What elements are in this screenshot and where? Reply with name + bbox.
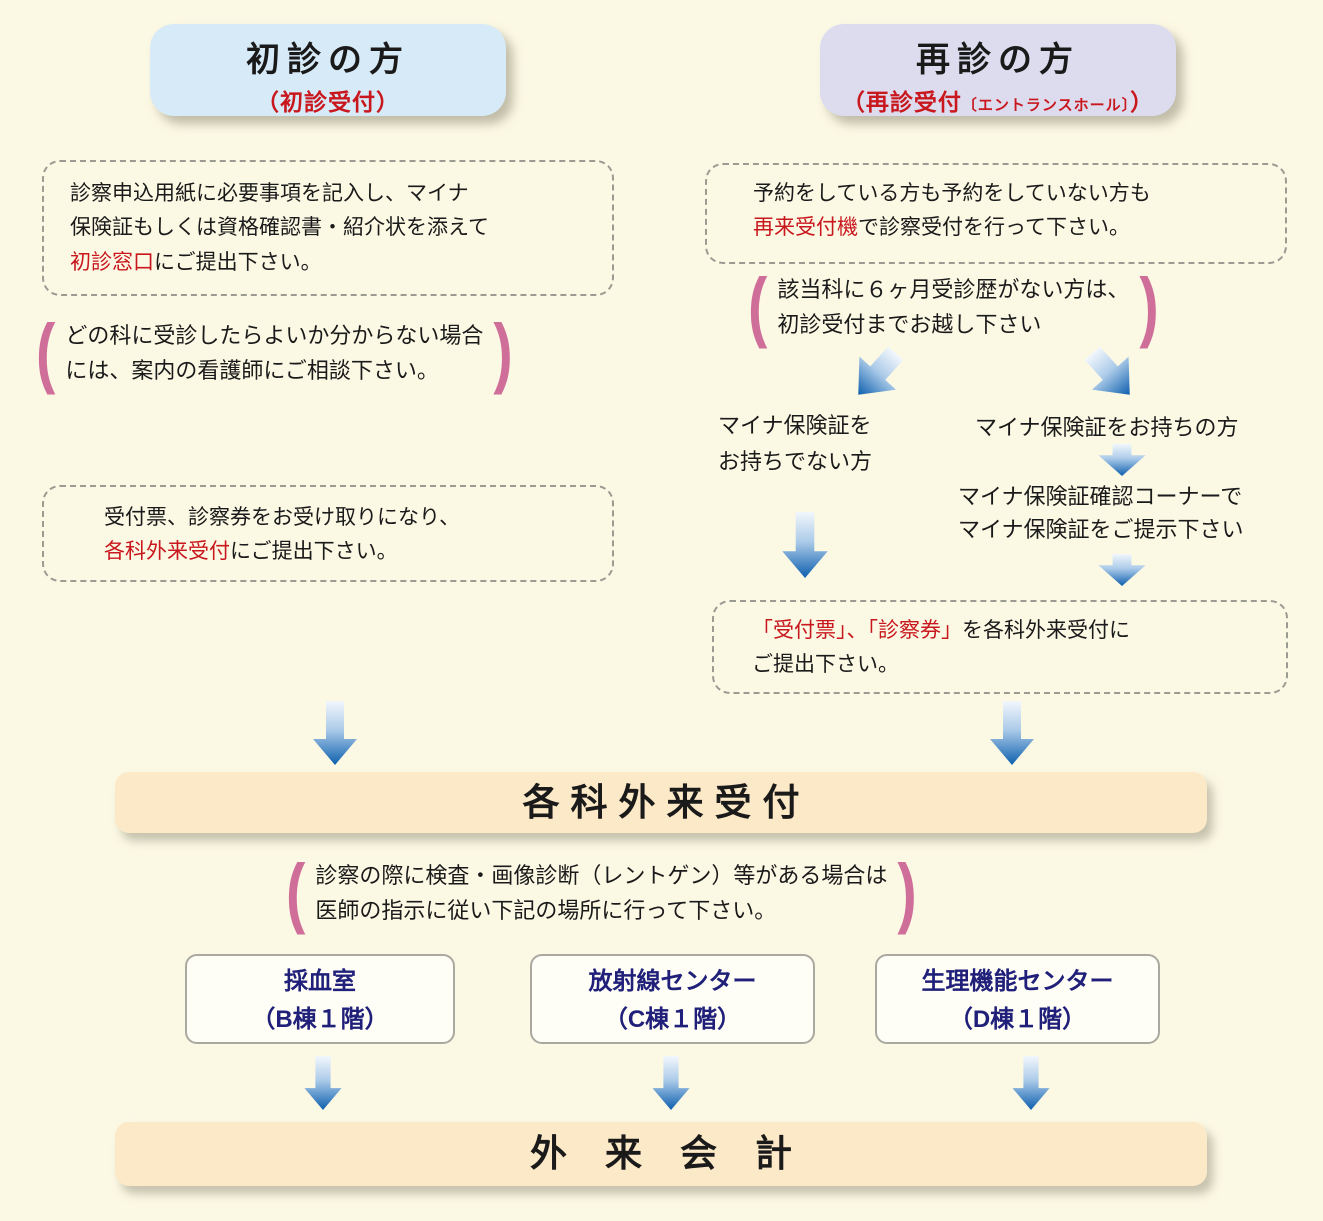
form-box-line1: 診察申込用紙に必要事項を記入し、マイナ (70, 182, 469, 205)
down-arrow-icon (1012, 1056, 1050, 1110)
nurse-consult-note: ( どの科に受診したらよいか分からない場合 には、案内の看護師にご相談下さい。 … (36, 308, 513, 397)
reception-bar: 各科外来受付 (115, 772, 1207, 833)
dept-name: 放射線センター (588, 968, 757, 995)
revisit-subtitle: （再診受付〔エントランスホール〕） (841, 89, 1155, 115)
right-paren-icon: ) (897, 848, 917, 937)
left-paren-icon: ( (748, 262, 768, 351)
dept-box-blood-sampling: 採血室 （B棟１階） (185, 954, 455, 1044)
down-right-arrow-icon (1084, 346, 1130, 395)
ticket-submit-box: 「受付票」、「診察券」を各科外来受付に ご提出下さい。 (712, 600, 1288, 694)
application-form-box: 診察申込用紙に必要事項を記入し、マイナ 保険証もしくは資格確認書・紹介状を添えて… (42, 160, 614, 296)
down-arrow-icon (1098, 554, 1146, 586)
dept-location: （D棟１階） (948, 1006, 1087, 1033)
first-visit-subtitle: （初診受付） (256, 89, 400, 115)
down-arrow-icon (304, 1056, 342, 1110)
left-paren-icon: ( (286, 848, 306, 937)
form-box-line2: 保険証もしくは資格確認書・紹介状を添えて (70, 216, 489, 240)
right-paren-icon: ) (493, 308, 513, 397)
first-visit-title: 初診の方 (246, 41, 410, 79)
dept-box-physiology: 生理機能センター （D棟１階） (875, 954, 1160, 1044)
dept-location: （B棟１階） (251, 1006, 389, 1033)
revisit-title: 再診の方 (916, 41, 1080, 79)
exam-note: ( 診察の際に検査・画像診断（レントゲン）等がある場合は 医師の指示に従い下記の… (286, 848, 917, 937)
billing-bar: 外来会計 (115, 1122, 1207, 1186)
down-left-arrow-icon (858, 346, 904, 395)
down-arrow-icon (1098, 444, 1146, 476)
dept-location: （C棟１階） (603, 1006, 742, 1033)
no-mynacard-label: マイナ保険証を お持ちでない方 (718, 413, 873, 475)
left-paren-icon: ( (36, 308, 56, 397)
dept-box-radiology: 放射線センター （C棟１階） (530, 954, 815, 1044)
down-arrow-icon (782, 512, 828, 578)
mynacard-corner-label: マイナ保険証確認コーナーで マイナ保険証をご提示下さい (958, 484, 1244, 542)
right-paren-icon: ) (1139, 262, 1159, 351)
first-visit-header: 初診の方 （初診受付） (150, 24, 506, 116)
reception-machine-box: 予約をしている方も予約をしていない方も 再来受付機で診察受付を行って下さい。 (705, 163, 1287, 264)
down-arrow-icon (652, 1056, 690, 1110)
has-mynacard-label: マイナ保険証をお持ちの方 (975, 415, 1239, 440)
dept-name: 生理機能センター (921, 968, 1114, 995)
dept-name: 採血室 (284, 968, 356, 995)
down-arrow-icon (313, 701, 357, 765)
ticket-receive-box: 受付票、診察券をお受け取りになり、 各科外来受付にご提出下さい。 (42, 485, 614, 582)
form-box-line3: 初診窓口にご提出下さい。 (70, 250, 322, 274)
revisit-header: 再診の方 （再診受付〔エントランスホール〕） (820, 24, 1176, 116)
down-arrow-icon (990, 701, 1034, 765)
six-month-note: ( 該当科に６ヶ月受診歴がない方は、 初診受付までお越し下さい ) (748, 262, 1159, 351)
